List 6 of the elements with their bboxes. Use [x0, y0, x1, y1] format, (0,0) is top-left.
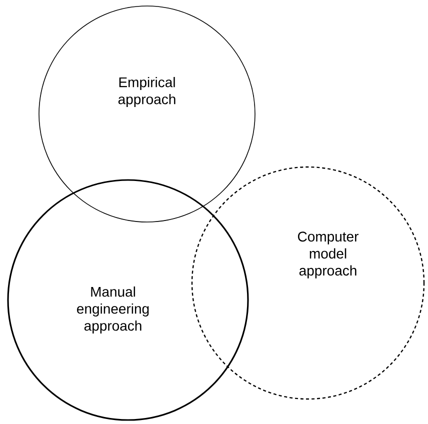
circle-label: Computer model approach: [298, 232, 358, 278]
circle: [7, 179, 249, 421]
circle-label: Empirical approach: [118, 76, 176, 108]
circle: [38, 6, 256, 222]
circle-label: Manual engineering approach: [77, 286, 149, 334]
circle: [191, 166, 425, 400]
